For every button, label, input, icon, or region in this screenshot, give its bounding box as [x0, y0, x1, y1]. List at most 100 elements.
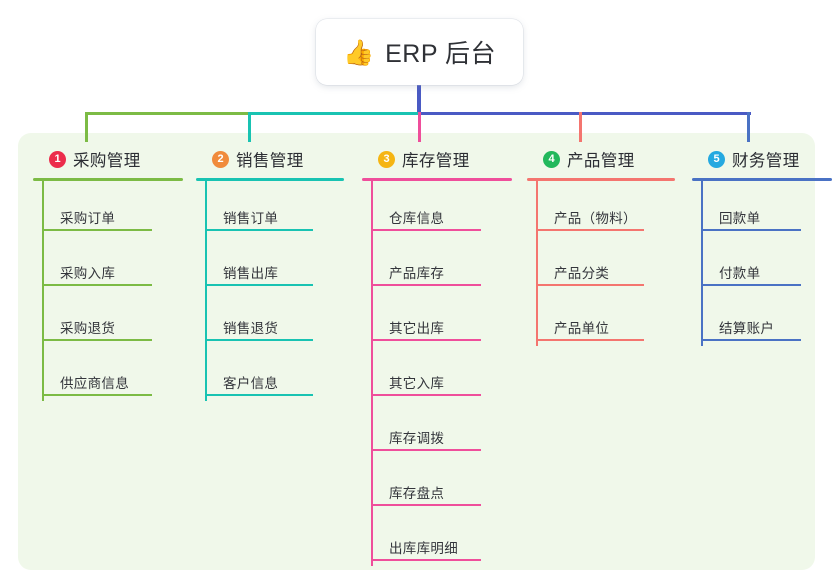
branch-column-2: 2 销售管理销售订单销售出库销售退货客户信息 — [196, 146, 344, 401]
leaf-label: 出库库明细 — [389, 541, 458, 556]
leaf-label: 仓库信息 — [389, 211, 445, 226]
leaf-item[interactable]: 客户信息 — [196, 346, 344, 401]
leaf-item[interactable]: 供应商信息 — [33, 346, 183, 401]
leaf-label: 销售退货 — [223, 321, 279, 336]
leaf-underline — [536, 339, 644, 341]
leaf-underline — [701, 229, 801, 231]
branch-spine-3 — [371, 181, 373, 566]
leaf-item[interactable]: 销售出库 — [196, 236, 344, 291]
diagram-background-panel — [18, 133, 815, 570]
leaf-label: 产品（物料） — [554, 211, 637, 226]
leaf-item[interactable]: 产品分类 — [527, 236, 675, 291]
branch-drop-4 — [579, 112, 582, 142]
branch-drop-2 — [248, 112, 251, 142]
leaf-underline — [42, 339, 152, 341]
branch-children-4: 产品（物料） 产品分类产品单位 — [527, 181, 675, 346]
leaf-label: 客户信息 — [223, 376, 279, 391]
trunk-segment-1 — [86, 112, 252, 115]
leaf-item[interactable]: 出库库明细 — [362, 511, 512, 566]
leaf-item[interactable]: 结算账户 — [692, 291, 832, 346]
branch-title-3: 库存管理 — [402, 152, 470, 170]
branch-title-4: 产品管理 — [567, 152, 635, 170]
leaf-underline — [701, 284, 801, 286]
branch-number-badge-4: 4 — [543, 150, 560, 168]
branch-number-badge-5: 5 — [708, 150, 725, 168]
leaf-label: 产品分类 — [554, 266, 610, 281]
branch-children-1: 采购订单采购入库采购退货供应商信息 — [33, 181, 183, 401]
leaf-label: 采购入库 — [60, 266, 116, 281]
leaf-item[interactable]: 采购退货 — [33, 291, 183, 346]
leaf-underline — [42, 229, 152, 231]
leaf-underline — [701, 339, 801, 341]
leaf-underline — [536, 229, 644, 231]
leaf-label: 结算账户 — [719, 321, 775, 336]
branch-spine-4 — [536, 181, 538, 346]
leaf-underline — [371, 284, 481, 286]
branch-underline-1 — [33, 178, 183, 181]
leaf-item[interactable]: 库存盘点 — [362, 456, 512, 511]
branch-underline-5 — [692, 178, 832, 181]
leaf-item[interactable]: 其它出库 — [362, 291, 512, 346]
leaf-underline — [42, 394, 152, 396]
thumbs-up-icon: 👍 — [342, 38, 375, 67]
leaf-underline — [205, 229, 313, 231]
branch-drop-5 — [747, 112, 750, 142]
leaf-underline — [42, 284, 152, 286]
leaf-underline — [371, 229, 481, 231]
root-node-title: ERP 后台 — [385, 40, 497, 68]
leaf-underline — [371, 449, 481, 451]
leaf-item[interactable]: 产品库存 — [362, 236, 512, 291]
branch-underline-2 — [196, 178, 344, 181]
branch-header-2[interactable]: 2 销售管理 — [196, 146, 344, 172]
root-stem-line — [417, 85, 421, 114]
branch-number-badge-1: 1 — [49, 150, 66, 168]
branch-title-2: 销售管理 — [236, 152, 304, 170]
branch-header-1[interactable]: 1 采购管理 — [33, 146, 183, 172]
branch-children-3: 仓库信息产品库存其它出库其它入库库存调拨库存盘点出库库明细 — [362, 181, 512, 566]
leaf-label: 产品库存 — [389, 266, 445, 281]
leaf-item[interactable]: 产品单位 — [527, 291, 675, 346]
leaf-label: 库存盘点 — [389, 486, 445, 501]
branch-children-2: 销售订单销售出库销售退货客户信息 — [196, 181, 344, 401]
leaf-label: 采购退货 — [60, 321, 116, 336]
root-node-erp-backend[interactable]: 👍 ERP 后台 — [316, 19, 523, 85]
leaf-label: 其它出库 — [389, 321, 445, 336]
leaf-item[interactable]: 仓库信息 — [362, 181, 512, 236]
leaf-underline — [205, 339, 313, 341]
branch-number-badge-2: 2 — [212, 150, 229, 168]
leaf-underline — [205, 284, 313, 286]
leaf-item[interactable]: 产品（物料） — [527, 181, 675, 236]
leaf-label: 回款单 — [719, 211, 761, 226]
leaf-item[interactable]: 其它入库 — [362, 346, 512, 401]
trunk-segment-3 — [419, 112, 751, 115]
branch-title-1: 采购管理 — [73, 152, 141, 170]
branch-spine-5 — [701, 181, 703, 346]
branch-underline-4 — [527, 178, 675, 181]
branch-column-4: 4 产品管理产品（物料） 产品分类产品单位 — [527, 146, 675, 346]
leaf-item[interactable]: 回款单 — [692, 181, 832, 236]
branch-spine-1 — [42, 181, 44, 401]
branch-header-4[interactable]: 4 产品管理 — [527, 146, 675, 172]
leaf-label: 其它入库 — [389, 376, 445, 391]
leaf-underline — [536, 284, 644, 286]
branch-children-5: 回款单付款单结算账户 — [692, 181, 832, 346]
leaf-label: 销售出库 — [223, 266, 279, 281]
leaf-underline — [371, 339, 481, 341]
leaf-label: 供应商信息 — [60, 376, 129, 391]
leaf-item[interactable]: 销售退货 — [196, 291, 344, 346]
leaf-label: 销售订单 — [223, 211, 279, 226]
leaf-item[interactable]: 采购订单 — [33, 181, 183, 236]
leaf-item[interactable]: 付款单 — [692, 236, 832, 291]
branch-drop-1 — [85, 112, 88, 142]
branch-underline-3 — [362, 178, 512, 181]
leaf-underline — [371, 559, 481, 561]
leaf-item[interactable]: 销售订单 — [196, 181, 344, 236]
leaf-item[interactable]: 库存调拨 — [362, 401, 512, 456]
leaf-label: 库存调拨 — [389, 431, 445, 446]
leaf-item[interactable]: 采购入库 — [33, 236, 183, 291]
leaf-underline — [371, 504, 481, 506]
